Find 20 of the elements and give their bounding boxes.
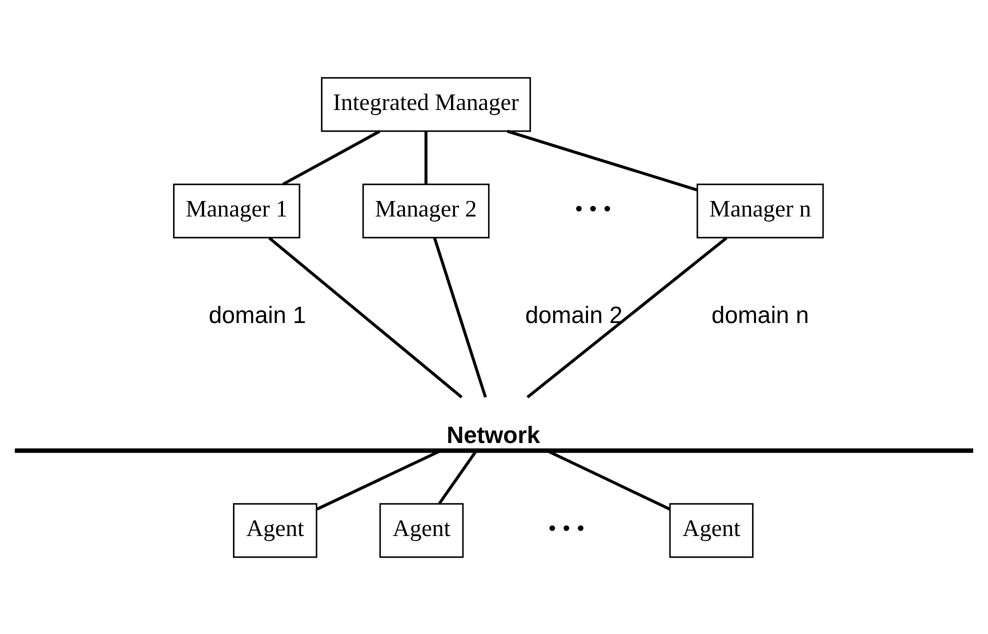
label: domain n [712, 302, 809, 329]
node-box: Manager 1 [173, 183, 300, 238]
label: domain 1 [208, 302, 306, 329]
connector [526, 236, 728, 398]
label: • • • [548, 516, 585, 542]
label: • • • [574, 196, 612, 222]
label: domain 2 [525, 302, 623, 329]
node-text: Network [446, 422, 540, 448]
node-box: Agent [379, 502, 464, 558]
node-box: Manager 2 [362, 183, 490, 238]
connector [433, 237, 487, 398]
node-box: Manager n [696, 183, 824, 238]
connector [282, 130, 380, 185]
connector [506, 129, 698, 191]
connector [268, 236, 463, 398]
connector [438, 450, 478, 504]
connector [424, 131, 428, 184]
node-box: Integrated Manager [320, 76, 531, 132]
node-box: Agent [232, 502, 318, 558]
node-box: Agent [669, 502, 754, 558]
